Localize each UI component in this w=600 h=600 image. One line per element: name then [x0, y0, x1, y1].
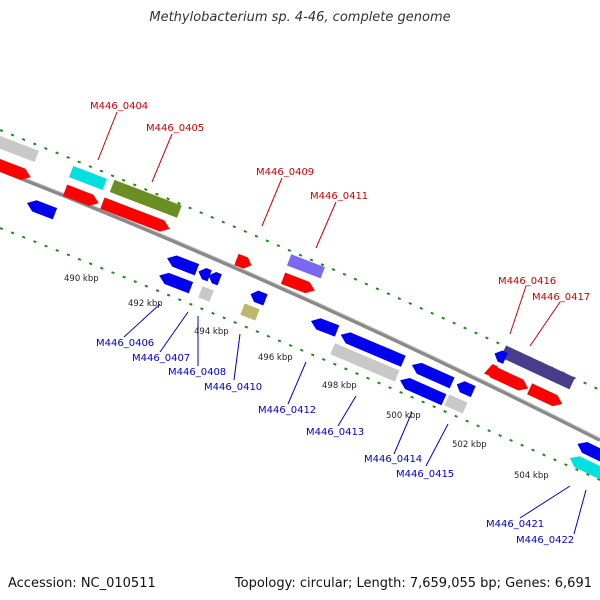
- gene-label[interactable]: M446_0415: [396, 469, 454, 480]
- gene-feature: [444, 394, 468, 414]
- gene-label[interactable]: M446_0405: [146, 123, 204, 134]
- kbp-label: 494 kbp: [194, 327, 229, 337]
- genome-summary-text: Topology: circular; Length: 7,659,055 bp…: [234, 576, 592, 591]
- gene-feature: [0, 156, 31, 180]
- callout-lines-bottom: [123, 303, 587, 535]
- gene-label[interactable]: M446_0411: [310, 191, 368, 202]
- gene-label[interactable]: M446_0416: [498, 276, 556, 287]
- gene-feature: [500, 345, 575, 390]
- gene-label[interactable]: M446_0413: [306, 427, 364, 438]
- gene-feature: [483, 364, 499, 378]
- gene-label[interactable]: M446_0417: [532, 292, 590, 303]
- gene-feature: [198, 286, 214, 302]
- outer-dotted-ring: [0, 129, 600, 391]
- gene-feature: [456, 381, 476, 398]
- gene-feature: [250, 290, 268, 306]
- callout-lines-top: [97, 111, 561, 347]
- gene-feature: [286, 254, 325, 279]
- gene-label[interactable]: M446_0421: [486, 519, 544, 530]
- gene-feature: [240, 303, 260, 321]
- gene-label[interactable]: M446_0408: [168, 367, 226, 378]
- gene-feature: [400, 378, 447, 406]
- gene-feature: [577, 441, 600, 462]
- gene-labels-bottom: M446_0406 M446_0407 M446_0408 M446_0410 …: [96, 338, 574, 546]
- gene-label[interactable]: M446_0406: [96, 338, 154, 349]
- gene-label[interactable]: M446_0410: [204, 382, 262, 393]
- accession-text: Accession: NC_010511: [8, 576, 156, 591]
- gene-label[interactable]: M446_0412: [258, 405, 316, 416]
- gene-label[interactable]: M446_0409: [256, 167, 314, 178]
- gene-feature: [340, 332, 406, 367]
- gene-feature: [0, 133, 39, 163]
- gene-label[interactable]: M446_0422: [516, 535, 574, 546]
- gene-feature: [208, 272, 222, 286]
- kbp-label: 496 kbp: [258, 353, 293, 363]
- gene-feature: [330, 343, 400, 382]
- gene-feature: [62, 184, 99, 206]
- gene-feature: [569, 456, 600, 480]
- gene-feature: [26, 200, 58, 220]
- kbp-label: 490 kbp: [64, 274, 99, 284]
- gene-feature: [494, 350, 508, 364]
- backbone-line: [0, 168, 600, 442]
- gene-feature: [489, 366, 529, 391]
- kbp-label: 504 kbp: [514, 471, 549, 481]
- gene-feature: [280, 272, 315, 294]
- gene-label[interactable]: M446_0414: [364, 454, 422, 465]
- map-title: Methylobacterium sp. 4-46, complete geno…: [149, 10, 451, 25]
- gene-feature: [69, 165, 107, 191]
- kbp-label: 500 kbp: [386, 411, 421, 421]
- gene-labels-top: M446_0404 M446_0405 M446_0409 M446_0411 …: [90, 101, 590, 303]
- gene-feature: [411, 362, 455, 389]
- kbp-label: 502 kbp: [452, 440, 487, 450]
- gene-feature: [167, 255, 200, 276]
- kbp-label: 498 kbp: [322, 381, 357, 391]
- kbp-label: 492 kbp: [128, 299, 163, 309]
- gene-feature: [310, 318, 340, 337]
- gene-feature: [234, 253, 252, 269]
- gene-feature: [527, 383, 563, 407]
- gene-feature: [198, 268, 212, 282]
- scale-labels: 490 kbp 492 kbp 494 kbp 496 kbp 498 kbp …: [64, 274, 549, 481]
- gene-label[interactable]: M446_0404: [90, 101, 148, 112]
- gene-feature: [100, 197, 170, 232]
- gene-feature: [159, 272, 194, 294]
- gene-label[interactable]: M446_0407: [132, 353, 190, 364]
- gene-feature: [109, 179, 182, 218]
